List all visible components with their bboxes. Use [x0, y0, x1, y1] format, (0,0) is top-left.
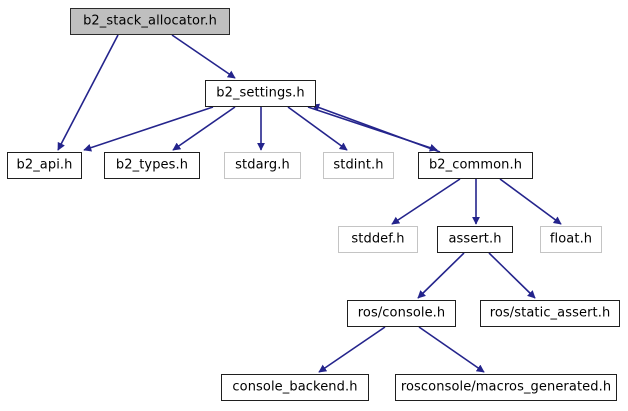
node-float-h[interactable]: float.h	[540, 226, 602, 253]
node-label: assert.h	[448, 231, 502, 247]
node-ros-static-assert-h[interactable]: ros/static_assert.h	[480, 300, 620, 327]
node-console-backend-h[interactable]: console_backend.h	[221, 374, 369, 401]
node-stdint-h[interactable]: stdint.h	[323, 152, 394, 179]
node-label: stdarg.h	[235, 157, 290, 173]
node-b2-stack-allocator-h[interactable]: b2_stack_allocator.h	[70, 8, 230, 35]
graph-edge	[172, 106, 236, 151]
node-assert-h[interactable]: assert.h	[437, 226, 513, 253]
graph-edge	[488, 252, 536, 299]
graph-edge	[499, 178, 562, 225]
node-label: b2_common.h	[428, 157, 523, 173]
node-label: b2_settings.h	[216, 85, 305, 101]
node-label: float.h	[549, 231, 593, 247]
graph-edge	[311, 103, 441, 153]
node-b2-api-h[interactable]: b2_api.h	[7, 152, 82, 179]
node-stdarg-h[interactable]: stdarg.h	[224, 152, 301, 179]
node-label: b2_api.h	[16, 157, 73, 173]
graph-edge	[171, 34, 236, 79]
node-ros-console-h[interactable]: ros/console.h	[347, 300, 456, 327]
graph-edge	[417, 252, 465, 299]
node-label: b2_types.h	[115, 157, 189, 173]
graph-edge	[83, 106, 214, 152]
node-label: ros/console.h	[357, 305, 446, 321]
graph-edge	[318, 326, 386, 373]
node-label: rosconsole/macros_generated.h	[400, 379, 612, 395]
node-b2-settings-h[interactable]: b2_settings.h	[205, 80, 316, 107]
node-rosconsole-macros-generated-h[interactable]: rosconsole/macros_generated.h	[395, 374, 617, 401]
node-label: console_backend.h	[232, 379, 358, 395]
node-stddef-h[interactable]: stddef.h	[338, 226, 418, 253]
node-b2-common-h[interactable]: b2_common.h	[418, 152, 533, 179]
graph-edge	[418, 326, 485, 373]
graph-edge	[57, 34, 119, 151]
node-b2-types-h[interactable]: b2_types.h	[104, 152, 200, 179]
graph-edge	[391, 178, 461, 225]
node-label: stdint.h	[333, 157, 384, 173]
node-label: ros/static_assert.h	[489, 305, 611, 321]
node-label: b2_stack_allocator.h	[83, 13, 217, 29]
node-label: stddef.h	[351, 231, 405, 247]
graph-edge	[307, 106, 438, 152]
graph-edge	[287, 106, 348, 151]
